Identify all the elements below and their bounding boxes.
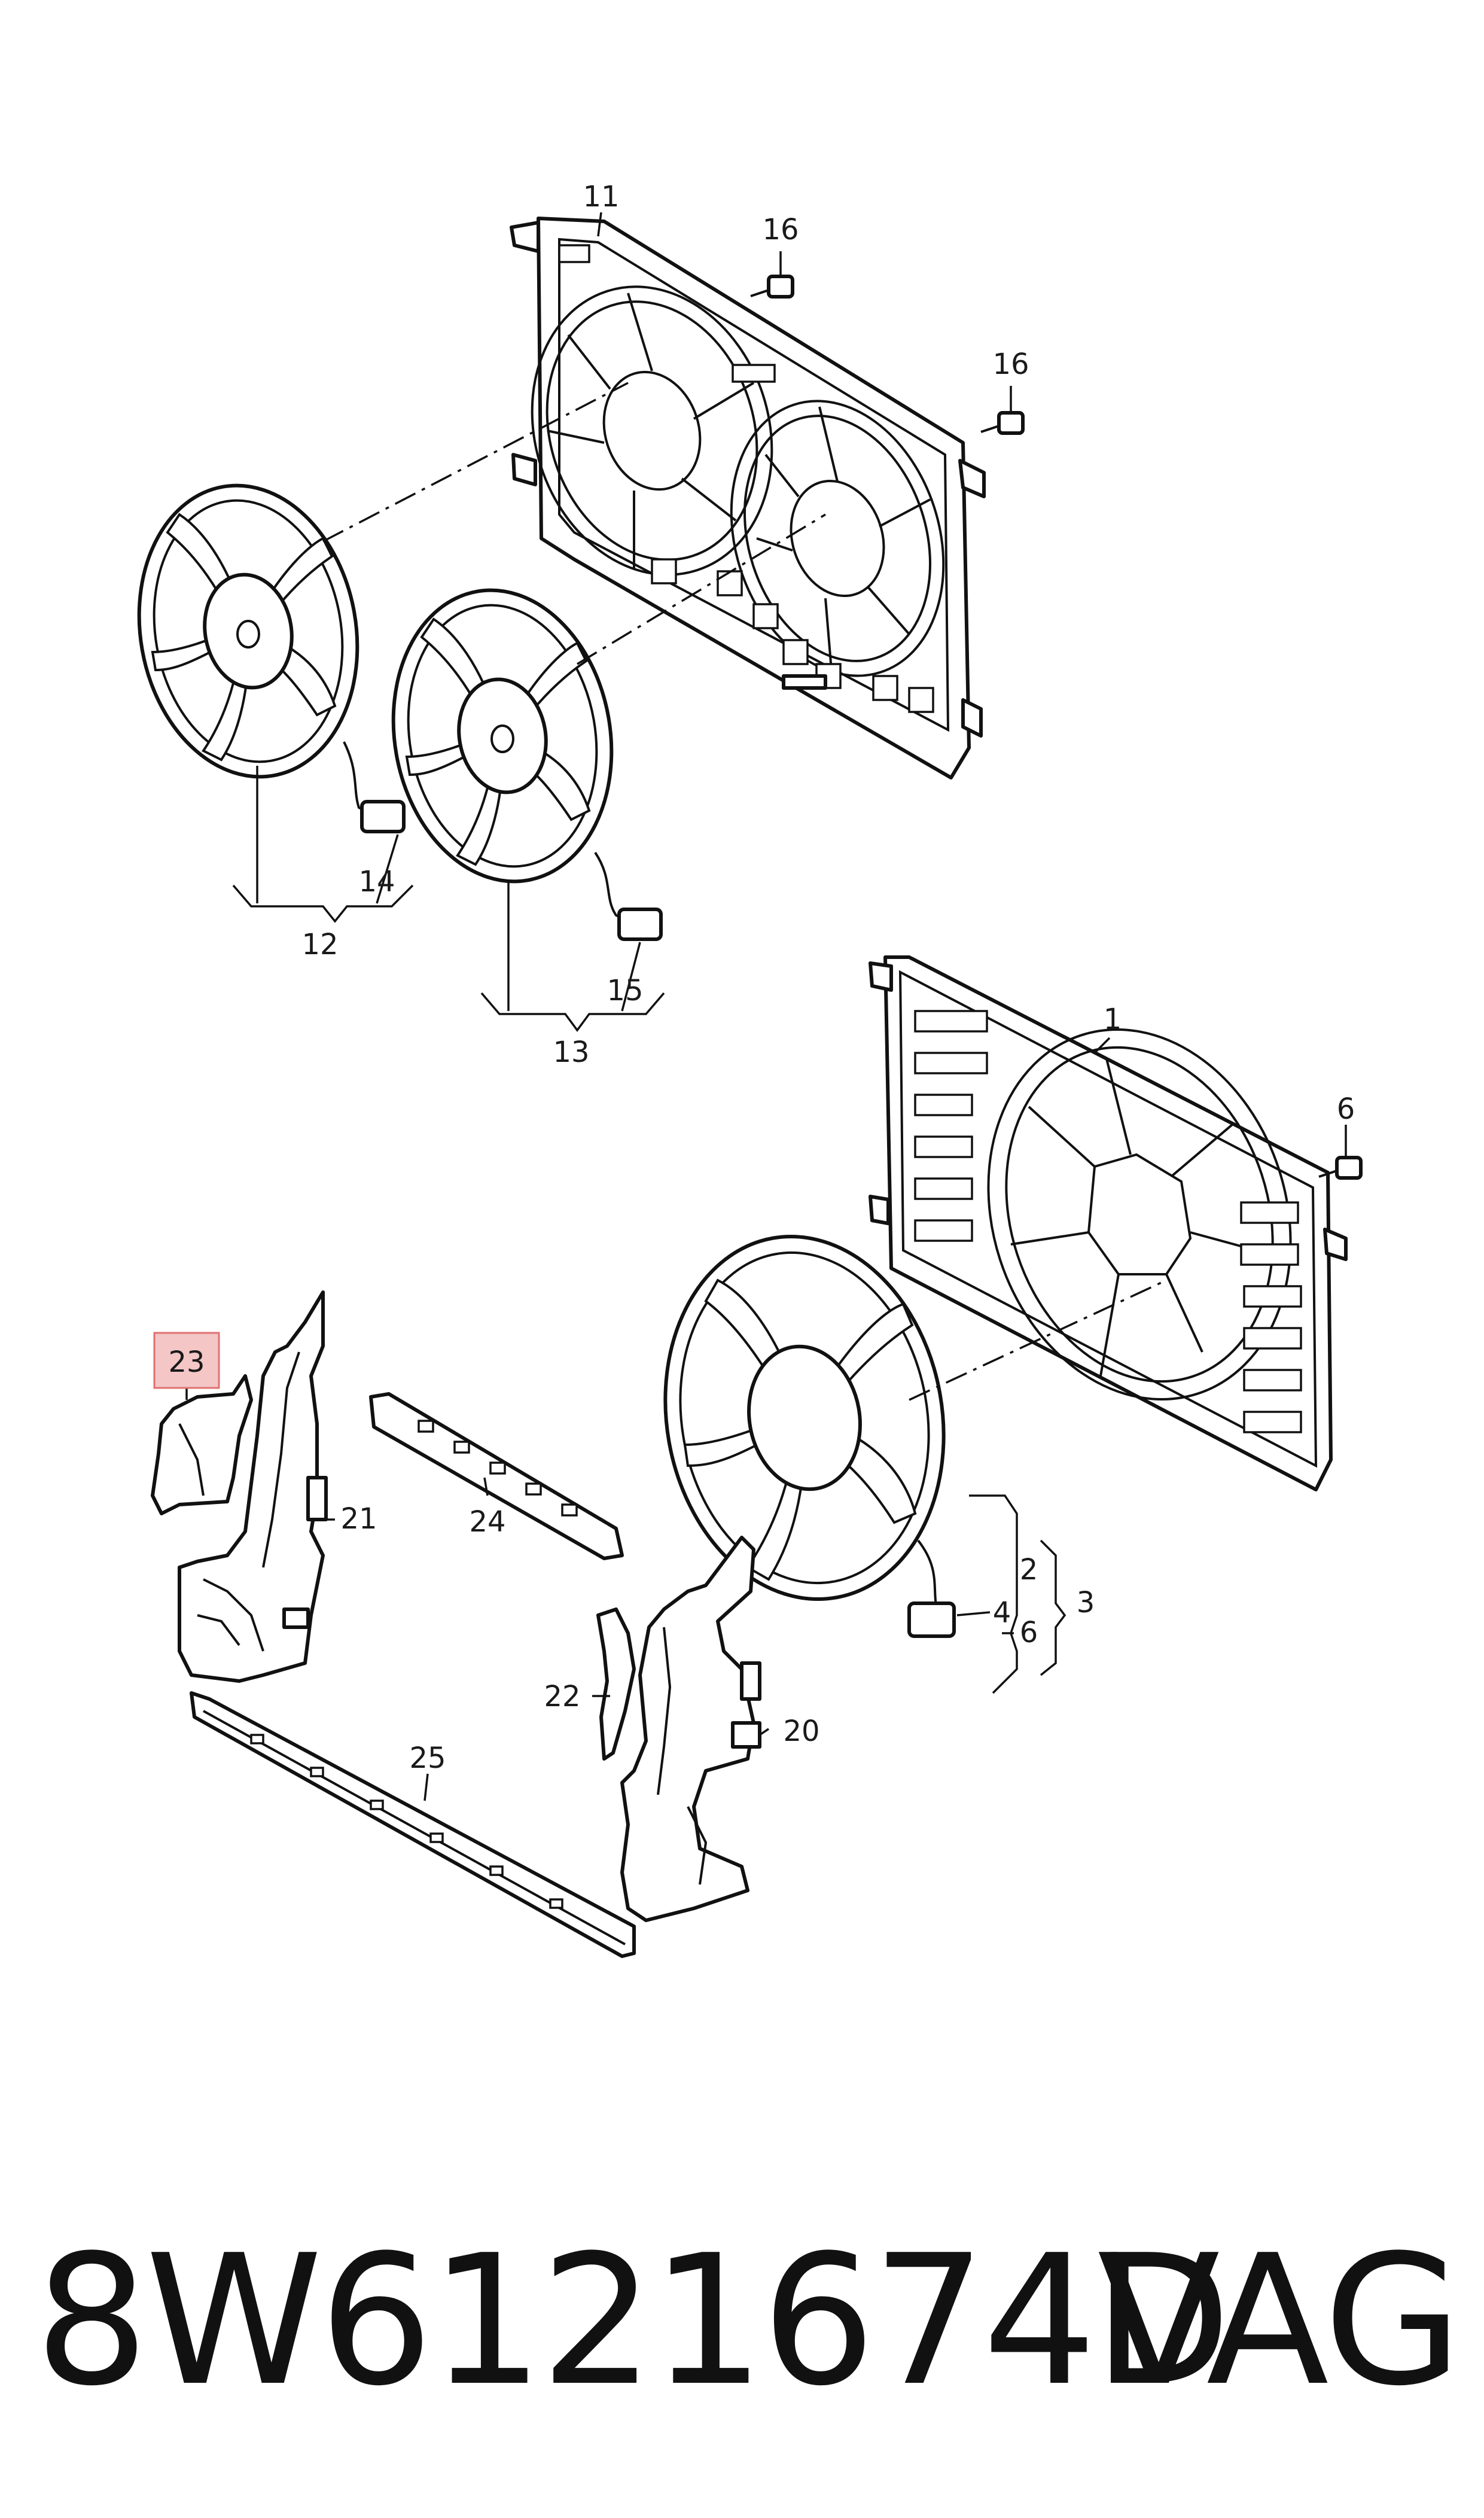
callout-2: 2 xyxy=(1020,1553,1038,1587)
air-guide-21 xyxy=(178,1290,328,1683)
callout-23-highlight: 23 xyxy=(153,1332,220,1389)
alignment-line-13 xyxy=(577,513,826,665)
footer: 8W6121674D VAG xyxy=(0,2213,1484,2465)
fan-assembly-12 xyxy=(137,483,406,833)
callout-21: 21 xyxy=(340,1502,377,1536)
exploded-parts-diagram: 11 16 16 14 12 15 13 1 6 2 3 6 4 21 24 2… xyxy=(137,180,1363,1958)
callout-3: 3 xyxy=(1077,1586,1095,1619)
screw-16-a xyxy=(750,275,794,299)
callout-6-b: 6 xyxy=(1020,1616,1038,1649)
brand-name: VAG xyxy=(1097,2216,1462,2425)
callout-12: 12 xyxy=(301,928,338,961)
callout-20: 20 xyxy=(783,1715,819,1748)
callout-24: 24 xyxy=(469,1505,505,1539)
callout-1: 1 xyxy=(1104,1003,1122,1036)
connector-15 xyxy=(617,908,663,941)
bracket-12 xyxy=(232,766,414,923)
callout-13: 13 xyxy=(553,1036,589,1069)
connector-14 xyxy=(360,800,406,833)
callout-16-a: 16 xyxy=(762,213,799,246)
callout-25: 25 xyxy=(409,1741,446,1775)
long-strip-25 xyxy=(190,1691,636,1958)
callout-6-a: 6 xyxy=(1337,1092,1355,1126)
callout-15: 15 xyxy=(607,974,643,1007)
air-guide-20 xyxy=(620,1536,761,1922)
part-number: 8W6121674D xyxy=(35,2216,1232,2425)
bracket-13 xyxy=(480,879,665,1032)
callout-23: 23 xyxy=(168,1345,205,1379)
screw-16-b xyxy=(980,411,1025,435)
callout-leaders xyxy=(185,212,1347,1801)
fan-assembly-large xyxy=(663,1234,956,1638)
bracket-2-3-6 xyxy=(969,1494,1066,1694)
connector-4 xyxy=(907,1601,956,1638)
callout-22: 22 xyxy=(544,1680,580,1713)
callout-16-b: 16 xyxy=(992,348,1029,381)
alignment-line-12 xyxy=(322,382,629,543)
screw-6 xyxy=(1318,1156,1363,1180)
callout-11: 11 xyxy=(583,180,619,214)
callout-4: 4 xyxy=(993,1596,1011,1630)
bracket-23 xyxy=(151,1374,253,1515)
dual-fan-shroud-11 xyxy=(510,217,986,780)
alignment-line-large xyxy=(909,1279,1167,1401)
callout-14: 14 xyxy=(358,865,395,899)
bracket-22 xyxy=(596,1607,636,1761)
single-fan-shroud-1 xyxy=(869,955,1348,1491)
mounting-strip-24 xyxy=(369,1392,624,1560)
fan-assembly-13 xyxy=(391,588,663,941)
